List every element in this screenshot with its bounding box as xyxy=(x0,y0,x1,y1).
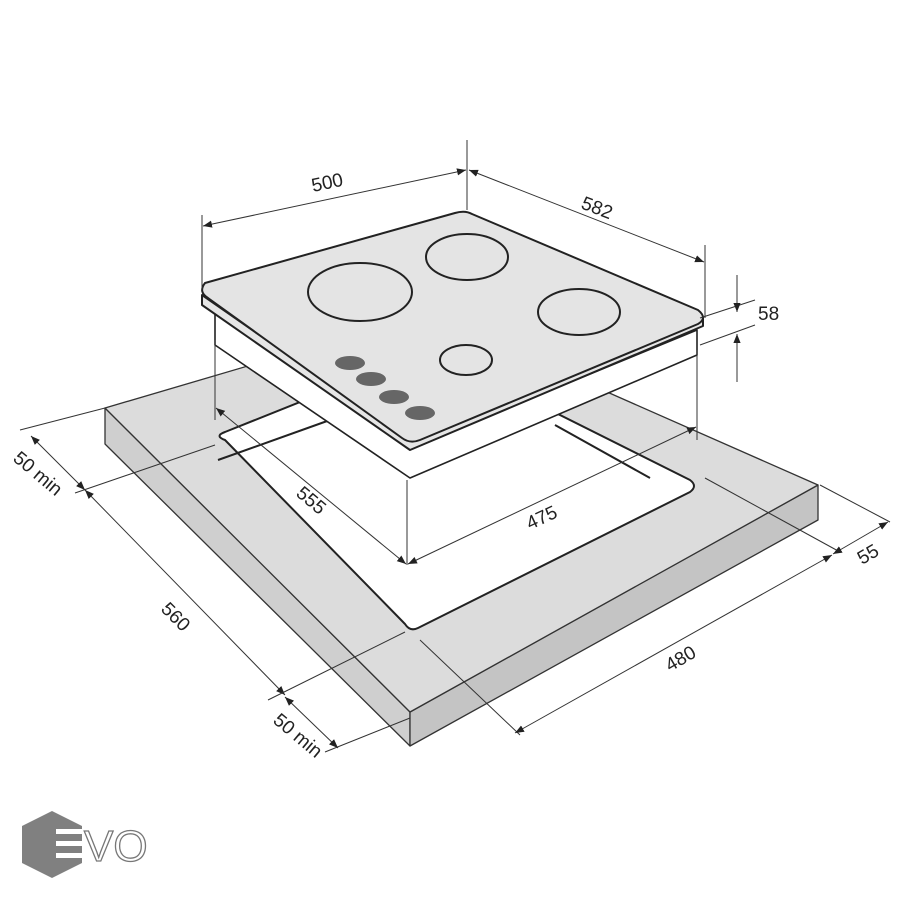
dim-depth-top: 582 xyxy=(578,193,615,224)
burner-right xyxy=(537,288,621,336)
logo-text: VO xyxy=(84,822,148,871)
control-knob xyxy=(356,372,386,386)
control-knob xyxy=(379,390,409,404)
control-knob xyxy=(335,356,365,370)
burner-large xyxy=(307,262,413,322)
dim-front-margin: 50 min xyxy=(9,448,66,501)
dim-height: 58 xyxy=(758,304,779,325)
dim-counter-depth: 560 xyxy=(156,599,193,636)
dim-side-margin: 55 xyxy=(854,541,883,570)
control-knob xyxy=(405,406,435,420)
burner-small xyxy=(439,344,493,376)
dim-back-margin: 50 min xyxy=(269,710,326,763)
dimension-lines xyxy=(19,140,891,753)
dim-width-top: 500 xyxy=(310,170,345,197)
evo-logo: VO xyxy=(22,811,148,878)
